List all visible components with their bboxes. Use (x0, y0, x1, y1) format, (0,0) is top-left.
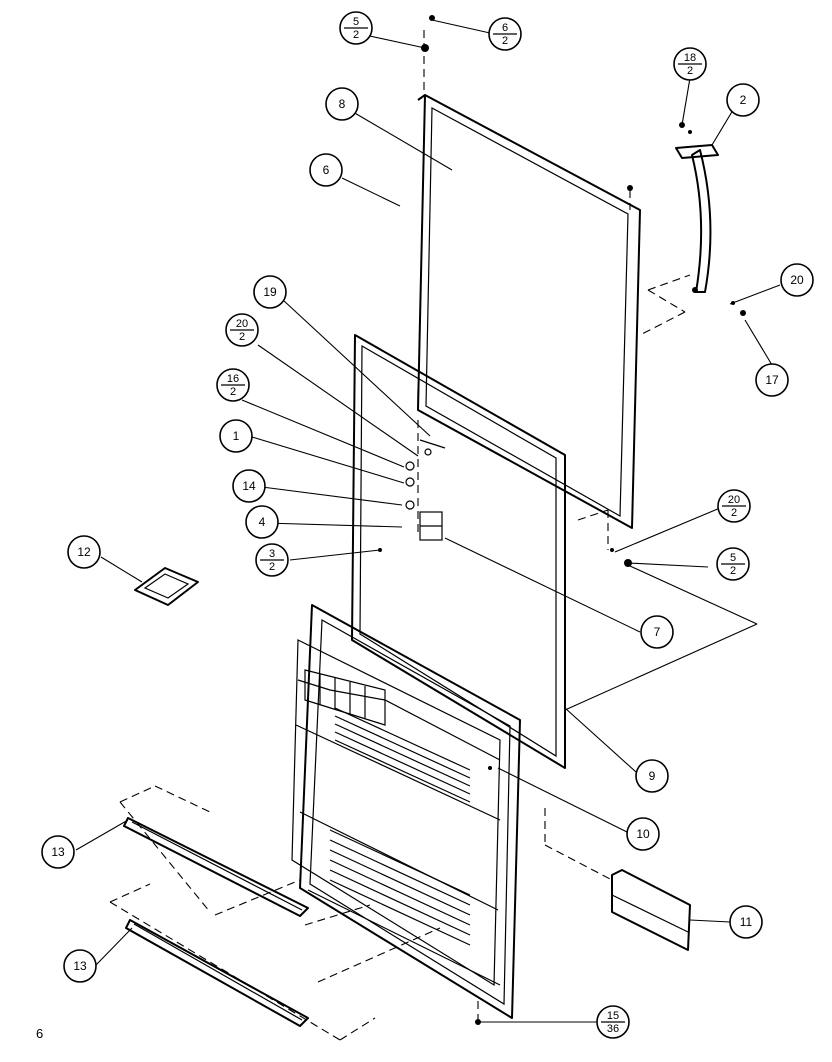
callout-circle (253, 275, 287, 309)
callout-c4: 4 (245, 505, 279, 539)
liner-grill-lower (329, 829, 471, 946)
callout-c5-2b: 52 (716, 547, 750, 581)
callout-circle (245, 505, 279, 539)
callout-c2: 2 (726, 83, 760, 117)
callout-label-bottom: 2 (353, 29, 359, 41)
callout-c20: 20 (780, 263, 814, 297)
callout-c5-2: 52 (339, 11, 373, 45)
callout-circle (626, 817, 660, 851)
callout-c8: 8 (325, 87, 359, 121)
callout-circle (67, 535, 101, 569)
callout-c20-2a: 202 (225, 313, 259, 347)
callout-circle (63, 949, 97, 983)
callout-c16-2: 162 (216, 368, 250, 402)
callout-circle (635, 759, 669, 793)
callout-label-bottom: 2 (239, 331, 245, 343)
callout-label: 19 (263, 285, 277, 299)
callout-label: 14 (242, 479, 256, 493)
callout-c3-2: 32 (255, 543, 289, 577)
hardware-dots (378, 15, 746, 1025)
callout-label-top: 5 (353, 16, 359, 28)
door-panel-upper (417, 94, 641, 529)
callout-circle (325, 87, 359, 121)
callout-label: 1 (233, 429, 240, 443)
callout-circle (219, 419, 253, 453)
callout-label: 11 (740, 915, 753, 929)
callout-circle (755, 363, 789, 397)
callout-label: 2 (740, 93, 747, 107)
callout-c7: 7 (640, 615, 674, 649)
door-bin-cover (611, 869, 691, 951)
door-gasket-frame (351, 334, 566, 769)
callout-c19: 19 (253, 275, 287, 309)
callout-c14: 14 (232, 469, 266, 503)
callout-label-bottom: 2 (731, 507, 737, 519)
callout-label-bottom: 2 (687, 65, 693, 77)
callout-label: 7 (654, 625, 661, 639)
callout-label: 9 (649, 769, 656, 783)
callout-label-bottom: 2 (502, 35, 508, 47)
callout-c12: 12 (67, 535, 101, 569)
callout-label-top: 20 (728, 494, 740, 506)
callout-c1: 1 (219, 419, 253, 453)
callout-group: 5262818226201719202162114432122025279101… (41, 11, 814, 1039)
callout-label-bottom: 2 (269, 561, 275, 573)
callout-label-top: 16 (227, 373, 239, 385)
callout-label-top: 6 (502, 22, 508, 34)
callout-c20-2b: 202 (717, 489, 751, 523)
door-handle (675, 144, 719, 293)
callout-label: 6 (323, 163, 330, 177)
callout-label-bottom: 2 (730, 565, 736, 577)
callout-circle (309, 153, 343, 187)
callout-c13a: 13 (41, 835, 75, 869)
callout-label: 10 (636, 827, 650, 841)
callout-c6-2: 62 (488, 17, 522, 51)
callout-label: 8 (339, 97, 346, 111)
lower-hinge (419, 511, 443, 541)
shelf-bar-upper (123, 817, 309, 917)
callout-label: 12 (77, 545, 91, 559)
callout-label-top: 5 (730, 552, 736, 564)
assembly-dashed-lines (109, 30, 691, 1041)
callout-circle (232, 469, 266, 503)
callout-c17: 17 (755, 363, 789, 397)
callout-circle (729, 905, 763, 939)
callout-label-bottom: 36 (607, 1023, 619, 1035)
callout-label-top: 15 (607, 1010, 619, 1022)
callout-circle (780, 263, 814, 297)
butter-dish (134, 567, 199, 606)
page-number: 6 (36, 1026, 43, 1041)
callout-label: 17 (765, 373, 779, 387)
callout-label-top: 20 (236, 318, 248, 330)
callout-label-top: 18 (684, 52, 696, 64)
callout-c10: 10 (626, 817, 660, 851)
hinge-hardware (405, 439, 446, 510)
shelf-bar-lower (125, 919, 309, 1027)
callout-label-bottom: 2 (230, 386, 236, 398)
door-inner-liner (291, 604, 521, 1019)
callout-c13b: 13 (63, 949, 97, 983)
callout-circle (41, 835, 75, 869)
liner-grill-upper (334, 707, 471, 803)
callout-label: 4 (259, 515, 266, 529)
leader-lines (75, 19, 781, 1023)
callout-label-top: 3 (269, 548, 275, 560)
callout-circle (640, 615, 674, 649)
callout-circle (726, 83, 760, 117)
callout-c11: 11 (729, 905, 763, 939)
callout-label: 13 (73, 959, 87, 973)
callout-label: 20 (790, 273, 804, 287)
callout-label: 13 (51, 845, 65, 859)
callout-c9: 9 (635, 759, 669, 793)
callout-c6: 6 (309, 153, 343, 187)
butter-compartment (304, 669, 386, 726)
callout-c18-2: 182 (673, 47, 707, 81)
